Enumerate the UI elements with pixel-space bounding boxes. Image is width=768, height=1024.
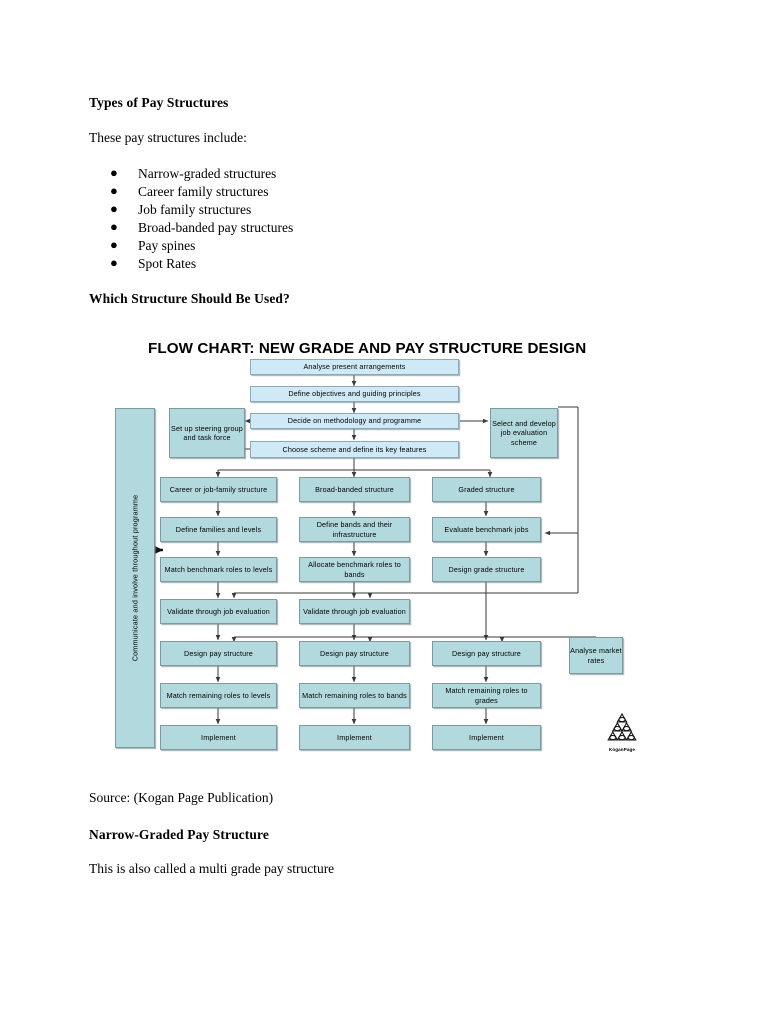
bullet-icon: ● [110, 183, 118, 198]
node-implement-col2[interactable]: Implement [299, 725, 410, 750]
list-item: ● Career family structures [110, 183, 293, 201]
list-item: ● Pay spines [110, 237, 293, 255]
source-caption: Source: (Kogan Page Publication) [89, 790, 274, 805]
node-analyse-market-rates[interactable]: Analyse market rates [569, 637, 623, 674]
node-match-remaining-roles-to-levels[interactable]: Match remaining roles to levels [160, 683, 277, 708]
list-item: ● Spot Rates [110, 255, 293, 273]
intro-paragraph: These pay structures include: [89, 130, 247, 145]
node-choose-scheme[interactable]: Choose scheme and define its key feature… [250, 441, 459, 458]
kogan-page-triangle-icon [607, 712, 637, 741]
bullet-icon: ● [110, 237, 118, 252]
node-match-benchmark-roles-to-levels[interactable]: Match benchmark roles to levels [160, 557, 277, 582]
closing-paragraph: This is also called a multi grade pay st… [89, 861, 335, 876]
node-design-grade-structure[interactable]: Design grade structure [432, 557, 541, 582]
node-career-job-family-structure[interactable]: Career or job-family structure [160, 477, 277, 502]
node-broad-banded-structure[interactable]: Broad-banded structure [299, 477, 410, 502]
node-analyse-present-arrangements[interactable]: Analyse present arrangements [250, 359, 459, 375]
flow-chart-title: FLOW CHART: NEW GRADE AND PAY STRUCTURE … [148, 340, 587, 357]
list-item-label: Broad-banded pay structures [138, 220, 294, 235]
node-graded-structure[interactable]: Graded structure [432, 477, 541, 502]
section-heading-which-structure: Which Structure Should Be Used? [89, 291, 290, 306]
node-implement-col1[interactable]: Implement [160, 725, 277, 750]
node-define-bands-and-infrastructure[interactable]: Define bands and their infrastructure [299, 517, 410, 542]
node-match-remaining-roles-to-grades[interactable]: Match remaining roles to grades [432, 683, 541, 708]
kogan-page-logo-label: KoganPage [608, 747, 636, 752]
node-match-remaining-roles-to-bands[interactable]: Match remaining roles to bands [299, 683, 410, 708]
node-define-objectives[interactable]: Define objectives and guiding principles [250, 386, 459, 402]
node-design-pay-structure-col3[interactable]: Design pay structure [432, 641, 541, 666]
node-design-pay-structure-col1[interactable]: Design pay structure [160, 641, 277, 666]
list-item: ● Broad-banded pay structures [110, 219, 293, 237]
flow-chart: FLOW CHART: NEW GRADE AND PAY STRUCTURE … [0, 330, 768, 770]
communicate-sidebar: Communicate and involve throughout progr… [115, 408, 155, 748]
node-implement-col3[interactable]: Implement [432, 725, 541, 750]
node-validate-through-job-evaluation-col1[interactable]: Validate through job evaluation [160, 599, 277, 624]
node-allocate-benchmark-roles-to-bands[interactable]: Allocate benchmark roles to bands [299, 557, 410, 582]
list-item-label: Pay spines [138, 238, 196, 253]
bullet-icon: ● [110, 255, 118, 270]
node-validate-through-job-evaluation-col2[interactable]: Validate through job evaluation [299, 599, 410, 624]
list-item-label: Narrow-graded structures [138, 166, 277, 181]
pay-structures-list: ● Narrow-graded structures ● Career family… [110, 165, 293, 273]
section-heading-narrow-graded: Narrow-Graded Pay Structure [89, 827, 269, 842]
page-title: Types of Pay Structures [89, 95, 229, 110]
bullet-icon: ● [110, 201, 118, 216]
bullet-icon: ● [110, 165, 118, 180]
node-define-families-and-levels[interactable]: Define families and levels [160, 517, 277, 542]
list-item: ● Narrow-graded structures [110, 165, 293, 183]
list-item: ● Job family structures [110, 201, 293, 219]
bullet-icon: ● [110, 219, 118, 234]
node-set-up-steering-group[interactable]: Set up steering group and task force [169, 408, 245, 458]
node-design-pay-structure-col2[interactable]: Design pay structure [299, 641, 410, 666]
node-decide-methodology[interactable]: Decide on methodology and programme [250, 413, 459, 429]
list-item-label: Spot Rates [138, 256, 197, 271]
node-select-develop-je-scheme[interactable]: Select and develop job evaluation scheme [490, 408, 558, 458]
node-evaluate-benchmark-jobs[interactable]: Evaluate benchmark jobs [432, 517, 541, 542]
list-item-label: Job family structures [138, 202, 252, 217]
list-item-label: Career family structures [138, 184, 269, 199]
kogan-page-logo: KoganPage [604, 712, 640, 752]
communicate-sidebar-label: Communicate and involve throughout progr… [130, 494, 140, 662]
